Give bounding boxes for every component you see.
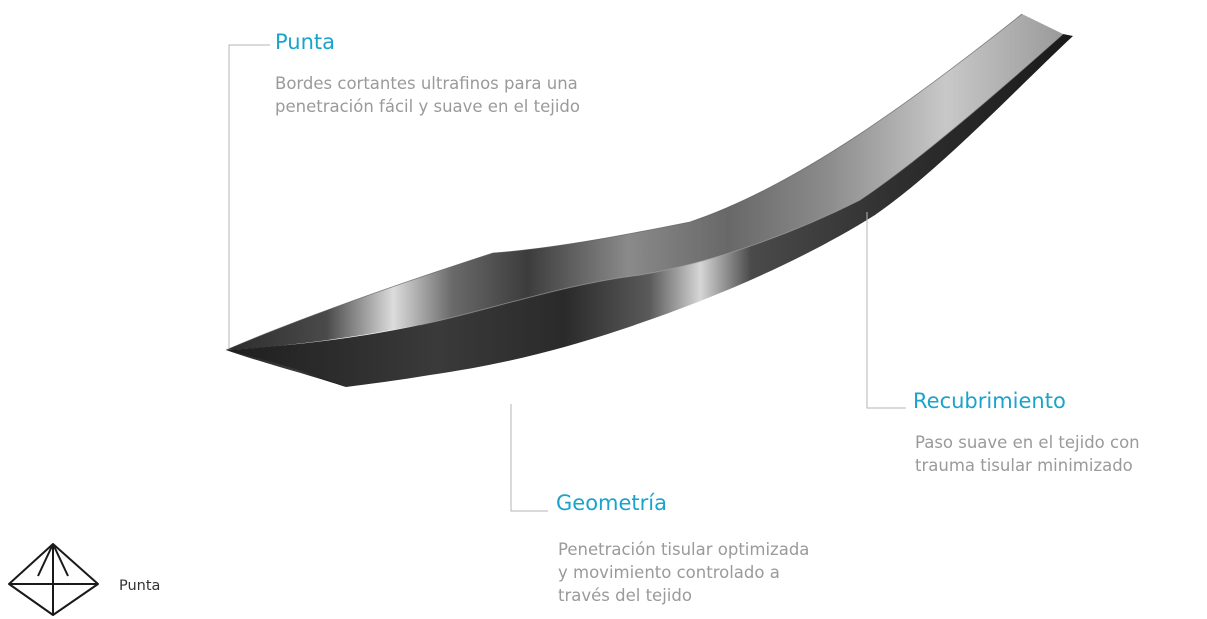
punta-description-line-2: penetración fácil y suave en el tejido xyxy=(275,97,580,116)
punta-description-line-1: Bordes cortantes ultrafinos para una xyxy=(275,74,578,93)
geometria-title: Geometría xyxy=(556,491,667,515)
legend-label: Punta xyxy=(119,578,161,594)
geometria-description-line-2: y movimiento controlado a xyxy=(558,563,780,582)
geometria-leader-line xyxy=(510,404,548,512)
needle-upper-edge xyxy=(225,13,1023,351)
geometria-description: Penetración tisular optimizada y movimie… xyxy=(558,538,809,607)
needle-ridge xyxy=(419,33,1064,326)
needle-front-face xyxy=(226,34,1073,387)
recubrimiento-title: Recubrimiento xyxy=(913,389,1066,413)
recubrimiento-description-line-2: trauma tisular minimizado xyxy=(915,456,1133,475)
geometria-description-line-1: Penetración tisular optimizada xyxy=(558,540,810,559)
recubrimiento-description: Paso suave en el tejido con trauma tisul… xyxy=(915,431,1140,477)
geometria-description-line-3: través del tejido xyxy=(558,586,692,605)
diamond-tip-icon xyxy=(8,543,99,616)
punta-description: Bordes cortantes ultrafinos para una pen… xyxy=(275,72,580,118)
needle-under-edge xyxy=(226,350,346,387)
recubrimiento-description-line-1: Paso suave en el tejido con xyxy=(915,433,1140,452)
punta-title: Punta xyxy=(275,30,336,54)
punta-leader-line xyxy=(228,44,270,348)
recubrimiento-leader-line xyxy=(866,212,906,409)
curved-needle-illustration xyxy=(225,13,1073,387)
